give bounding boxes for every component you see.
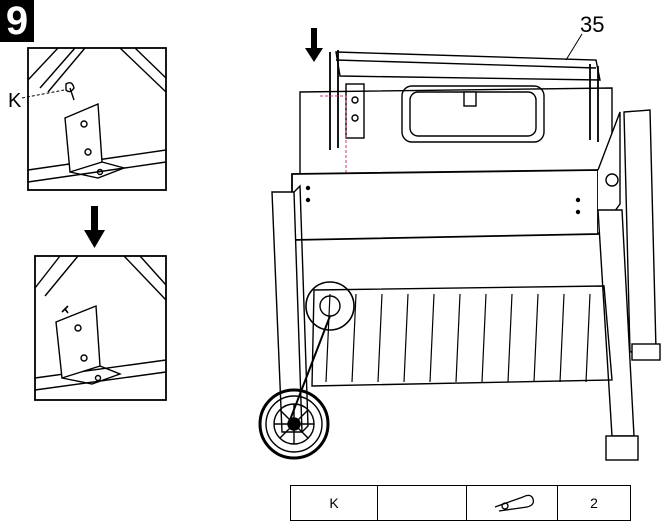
parts-letter-cell: K: [290, 485, 378, 521]
k-leader-line: [21, 89, 65, 99]
wheel-icon: [258, 388, 330, 460]
parts-blank-cell: [377, 485, 467, 521]
detail-after-panel: [34, 255, 167, 401]
down-arrow-icon: [84, 206, 105, 248]
insert-arrow-icon: [305, 28, 323, 62]
grill-cart-drawing: [258, 28, 661, 461]
parts-icon-cell: [466, 485, 558, 521]
parts-quantity-cell: 2: [557, 485, 631, 521]
step-number-badge: 9: [0, 0, 34, 42]
table-row: K 2: [290, 485, 631, 521]
detail-before-panel: [27, 47, 167, 191]
part-number-callout: 35: [580, 12, 605, 37]
parts-table: K 2: [290, 485, 631, 521]
part-letter-callout: K: [8, 90, 22, 112]
